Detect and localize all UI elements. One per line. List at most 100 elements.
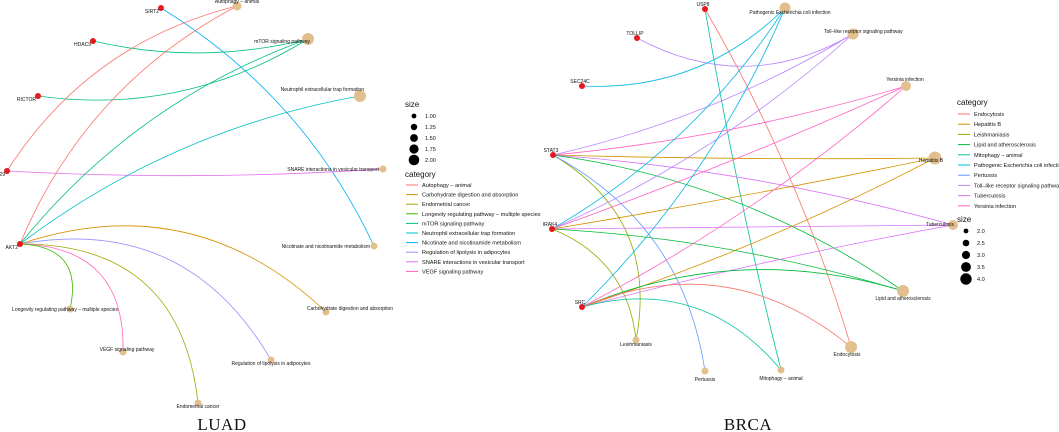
brca-edge-stat3-lipid [552,154,904,292]
brca-gene-node-irak4 [549,226,555,232]
brca-pathway-node-leish [632,336,640,344]
brca-size-legend-dot [961,250,971,260]
luad-gene-label-rictor: RICTOR [17,97,36,103]
brca-edge-stat3-yersinia [552,85,907,156]
brca-edge-usp8-endo [704,8,852,348]
luad-pathway-node-longevity [66,305,74,313]
luad-category-legend-label: Neutrophil extracellular trap formation [422,231,515,237]
brca-size-legend-dot [963,228,969,234]
brca-edge-irak4-yersinia [551,85,907,230]
brca-edge-stat3-leish [552,154,641,341]
luad-edge-akt2-lipolysis [19,238,272,361]
brca-pathway-node-tb [948,220,958,230]
luad-pathway-node-vegf [119,348,127,356]
luad-pathway-label-nicotinate: Nicotinate and nicotinamide metabolism [282,244,370,250]
brca-category-legend-label: Mitophagy – animal [974,153,1023,159]
brca-size-legend-dot [960,273,972,285]
luad-size-legend-value: 1.25 [425,125,436,131]
brca-edge-irak4-tlr [551,33,854,230]
brca-gene-label-usp8: USP8 [696,2,709,8]
luad-gene-label-snap29: SNAP29 [0,172,5,178]
luad-edge-akt2-endometrial [19,243,199,404]
brca-category-legend-label: Hepatitis B [974,122,1001,128]
brca-gene-label-src: SRC [575,300,586,306]
luad-network-panel: SIRT2HDAC9RICTORSNAP29AKT2Autophagy – an… [0,0,541,432]
brca-pathway-label-mito: Mitophagy – animal [759,376,802,382]
luad-pathway-label-longevity: Longevity regulating pathway – multiple … [12,307,118,313]
luad-edge-akt2-mtor [19,38,309,245]
luad-size-legend-value: 1.75 [425,147,436,153]
brca-pathway-label-hepb: Hepatitis B [919,158,944,164]
brca-category-legend-label: Pathogenic Escherichia coli infection [974,163,1059,169]
luad-category-legend-label: Nicotinate and nicotinamide metabolism [422,241,521,247]
luad-size-legend-value: 2.00 [425,158,436,164]
brca-pathway-node-ecoli [779,2,791,14]
luad-caption: LUAD [197,415,246,432]
brca-gene-label-tollip: TOLLIP [626,31,644,37]
brca-gene-node-stat3 [550,152,556,158]
luad-gene-node-sirt2 [158,5,164,11]
brca-caption: BRCA [724,415,773,432]
luad-edge-akt2-autophagy [19,5,238,245]
brca-nodes: USP8TOLLIPSEC24CSTAT3IRAK4SRCPathogenic … [543,2,958,383]
luad-category-legend-label: Regulation of lipolysis in adipocytes [422,250,511,256]
brca-edge-irak4-hepb [551,157,936,230]
brca-pathway-node-lipid [897,285,909,297]
brca-pathway-node-pertussis [701,367,709,375]
brca-edge-tollip-tlr [636,33,854,67]
brca-pathway-node-tlr [847,28,859,40]
luad-edge-rictor-mtor [37,38,309,101]
brca-edge-src-ecoli [581,7,786,308]
brca-category-legend-label: Toll–like receptor signaling pathway [974,183,1059,189]
brca-edge-src-hepb [581,157,936,308]
brca-edge-stat3-pertussis [552,154,706,372]
brca-gene-label-irak4: IRAK4 [543,222,558,228]
brca-edge-irak4-leish [551,228,637,341]
luad-edge-snap29-autophagy [6,5,238,172]
luad-edge-akt2-vegf [19,243,124,353]
luad-gene-label-akt2: AKT2 [5,245,18,251]
luad-pathway-node-nicotinate [370,242,378,250]
luad-nodes: SIRT2HDAC9RICTORSNAP29AKT2Autophagy – an… [0,0,393,410]
brca-edges [551,7,954,372]
brca-pathway-label-tlr: Toll–like receptor signaling pathway [824,29,903,35]
brca-pathway-node-mito [777,366,785,374]
brca-gene-node-tollip [634,35,640,41]
luad-edge-sirt2-nicotinate [160,7,375,247]
luad-gene-node-snap29 [4,168,10,174]
luad-pathway-node-endometrial [194,399,202,407]
brca-gene-label-sec24c: SEC24C [570,79,590,85]
luad-size-legend-dot [409,144,419,154]
luad-pathway-node-net [354,90,366,102]
brca-edge-src-tb [581,224,954,308]
brca-edge-stat3-tlr [552,33,854,156]
luad-category-legend-label: Carbohydrate digestion and absorption [422,193,518,199]
brca-size-legend-value: 4.0 [977,277,985,283]
luad-edges [6,5,384,404]
brca-edge-src-yersinia [581,85,907,308]
brca-category-legend-title: category [957,98,988,107]
brca-category-legend-label: Pertussis [974,173,997,179]
luad-gene-node-hdac9 [90,38,96,44]
brca-edge-irak4-ecoli [551,7,786,230]
brca-pathway-node-yersinia [901,81,911,91]
luad-pathway-node-snare [379,165,387,173]
luad-pathway-label-lipolysis: Regulation of lipolysis in adipocytes [232,361,311,367]
brca-size-legend-value: 3.5 [977,265,985,271]
brca-gene-node-usp8 [702,6,708,12]
luad-size-legend-value: 1.50 [425,136,436,142]
brca-edge-usp8-mito [704,8,782,371]
brca-category-legend-label: Yersinia infection [974,204,1016,210]
luad-size-legend-title: size [405,100,420,109]
brca-edge-sec24c-ecoli [581,7,786,87]
brca-edge-src-mito [581,298,782,371]
luad-edge-hdac9-mtor [92,38,309,54]
luad-edge-akt2-longevity [19,243,73,310]
brca-edge-stat3-tb [552,154,954,226]
brca-pathway-label-tb: Tuberculosis [926,222,955,228]
luad-category-legend-label: VEGF signaling pathway [422,269,483,275]
brca-category-legend-label: Tuberculosis [974,194,1006,200]
